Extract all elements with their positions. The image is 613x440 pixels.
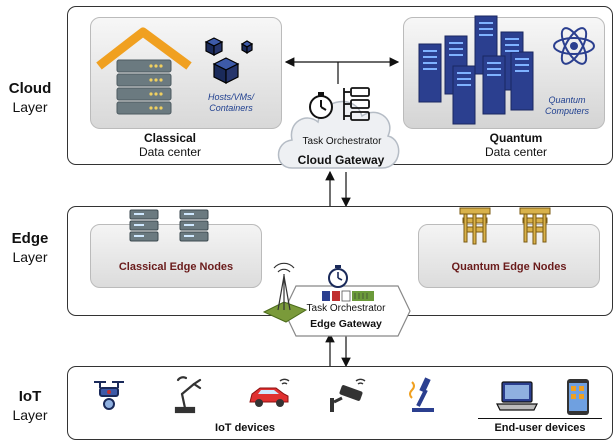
iot-layer-name: IoT bbox=[18, 388, 42, 405]
security-camera-icon bbox=[330, 378, 366, 412]
microscope-icon bbox=[409, 377, 434, 412]
edge-orchestrator-chips-icon bbox=[322, 290, 374, 302]
cell-tower-icon bbox=[262, 262, 308, 323]
drone-icon bbox=[94, 381, 124, 410]
classical-edge-server-icon-2 bbox=[179, 209, 209, 242]
edge-layer-label: Edge Layer bbox=[0, 230, 60, 266]
edge-gateway-label: Edge Gateway bbox=[310, 318, 382, 330]
workflow-icon bbox=[343, 87, 370, 121]
classical-edge-server-icon-1 bbox=[129, 209, 159, 242]
classical-title: Classical bbox=[143, 131, 197, 145]
cloud-layer-suffix: Layer bbox=[12, 99, 48, 115]
iot-layer-suffix: Layer bbox=[12, 407, 48, 423]
quantum-server-racks-icon bbox=[418, 15, 534, 125]
quantum-edge-node-icon-1 bbox=[459, 207, 491, 245]
edge-layer-name: Edge bbox=[11, 230, 49, 247]
cloud-gateway-label: Cloud Gateway bbox=[297, 153, 385, 167]
robot-arm-icon bbox=[174, 376, 202, 414]
quantum-edge-nodes-box: Quantum Edge Nodes bbox=[418, 224, 600, 288]
iot-layer-label: IoT Layer bbox=[0, 388, 60, 424]
iot-layer-panel bbox=[67, 366, 613, 440]
iot-devices-label: IoT devices bbox=[215, 422, 275, 434]
edge-layer-suffix: Layer bbox=[12, 249, 48, 265]
quantum-title: Quantum bbox=[489, 131, 543, 145]
edge-task-orchestrator-label: Task Orchestrator bbox=[306, 303, 386, 314]
containers-cubes-icon bbox=[204, 37, 254, 84]
quantum-edge-node-icon-2 bbox=[519, 207, 551, 245]
cloud-layer-label: Cloud Layer bbox=[0, 80, 60, 116]
end-user-devices-label: End-user devices bbox=[494, 422, 586, 434]
edge-stopwatch-icon bbox=[328, 265, 348, 288]
classical-datacenter-label: Classical Data center bbox=[110, 131, 230, 159]
connected-car-icon bbox=[249, 378, 290, 407]
classical-edge-nodes-box: Classical Edge Nodes bbox=[90, 224, 262, 288]
cloud-layer-name: Cloud bbox=[8, 80, 52, 97]
quantum-atom-icon bbox=[553, 27, 595, 65]
end-user-divider bbox=[478, 418, 602, 419]
cloud-task-orchestrator-label: Task Orchestrator bbox=[302, 136, 382, 147]
stopwatch-icon bbox=[309, 92, 333, 119]
quantum-subtitle: Data center bbox=[484, 145, 548, 159]
tablet-icon bbox=[567, 379, 589, 415]
quantum-edge-nodes-label: Quantum Edge Nodes bbox=[451, 261, 567, 273]
classical-edge-nodes-label: Classical Edge Nodes bbox=[118, 261, 234, 273]
laptop-icon bbox=[496, 381, 538, 411]
classical-subtitle: Data center bbox=[138, 145, 202, 159]
classical-server-icon bbox=[96, 27, 192, 115]
quantum-datacenter-label: Quantum Data center bbox=[456, 131, 576, 159]
quantum-computers-label: Quantum Computers bbox=[544, 95, 589, 116]
hosts-vms-containers-label: Hosts/VMs/ Containers bbox=[207, 92, 254, 113]
